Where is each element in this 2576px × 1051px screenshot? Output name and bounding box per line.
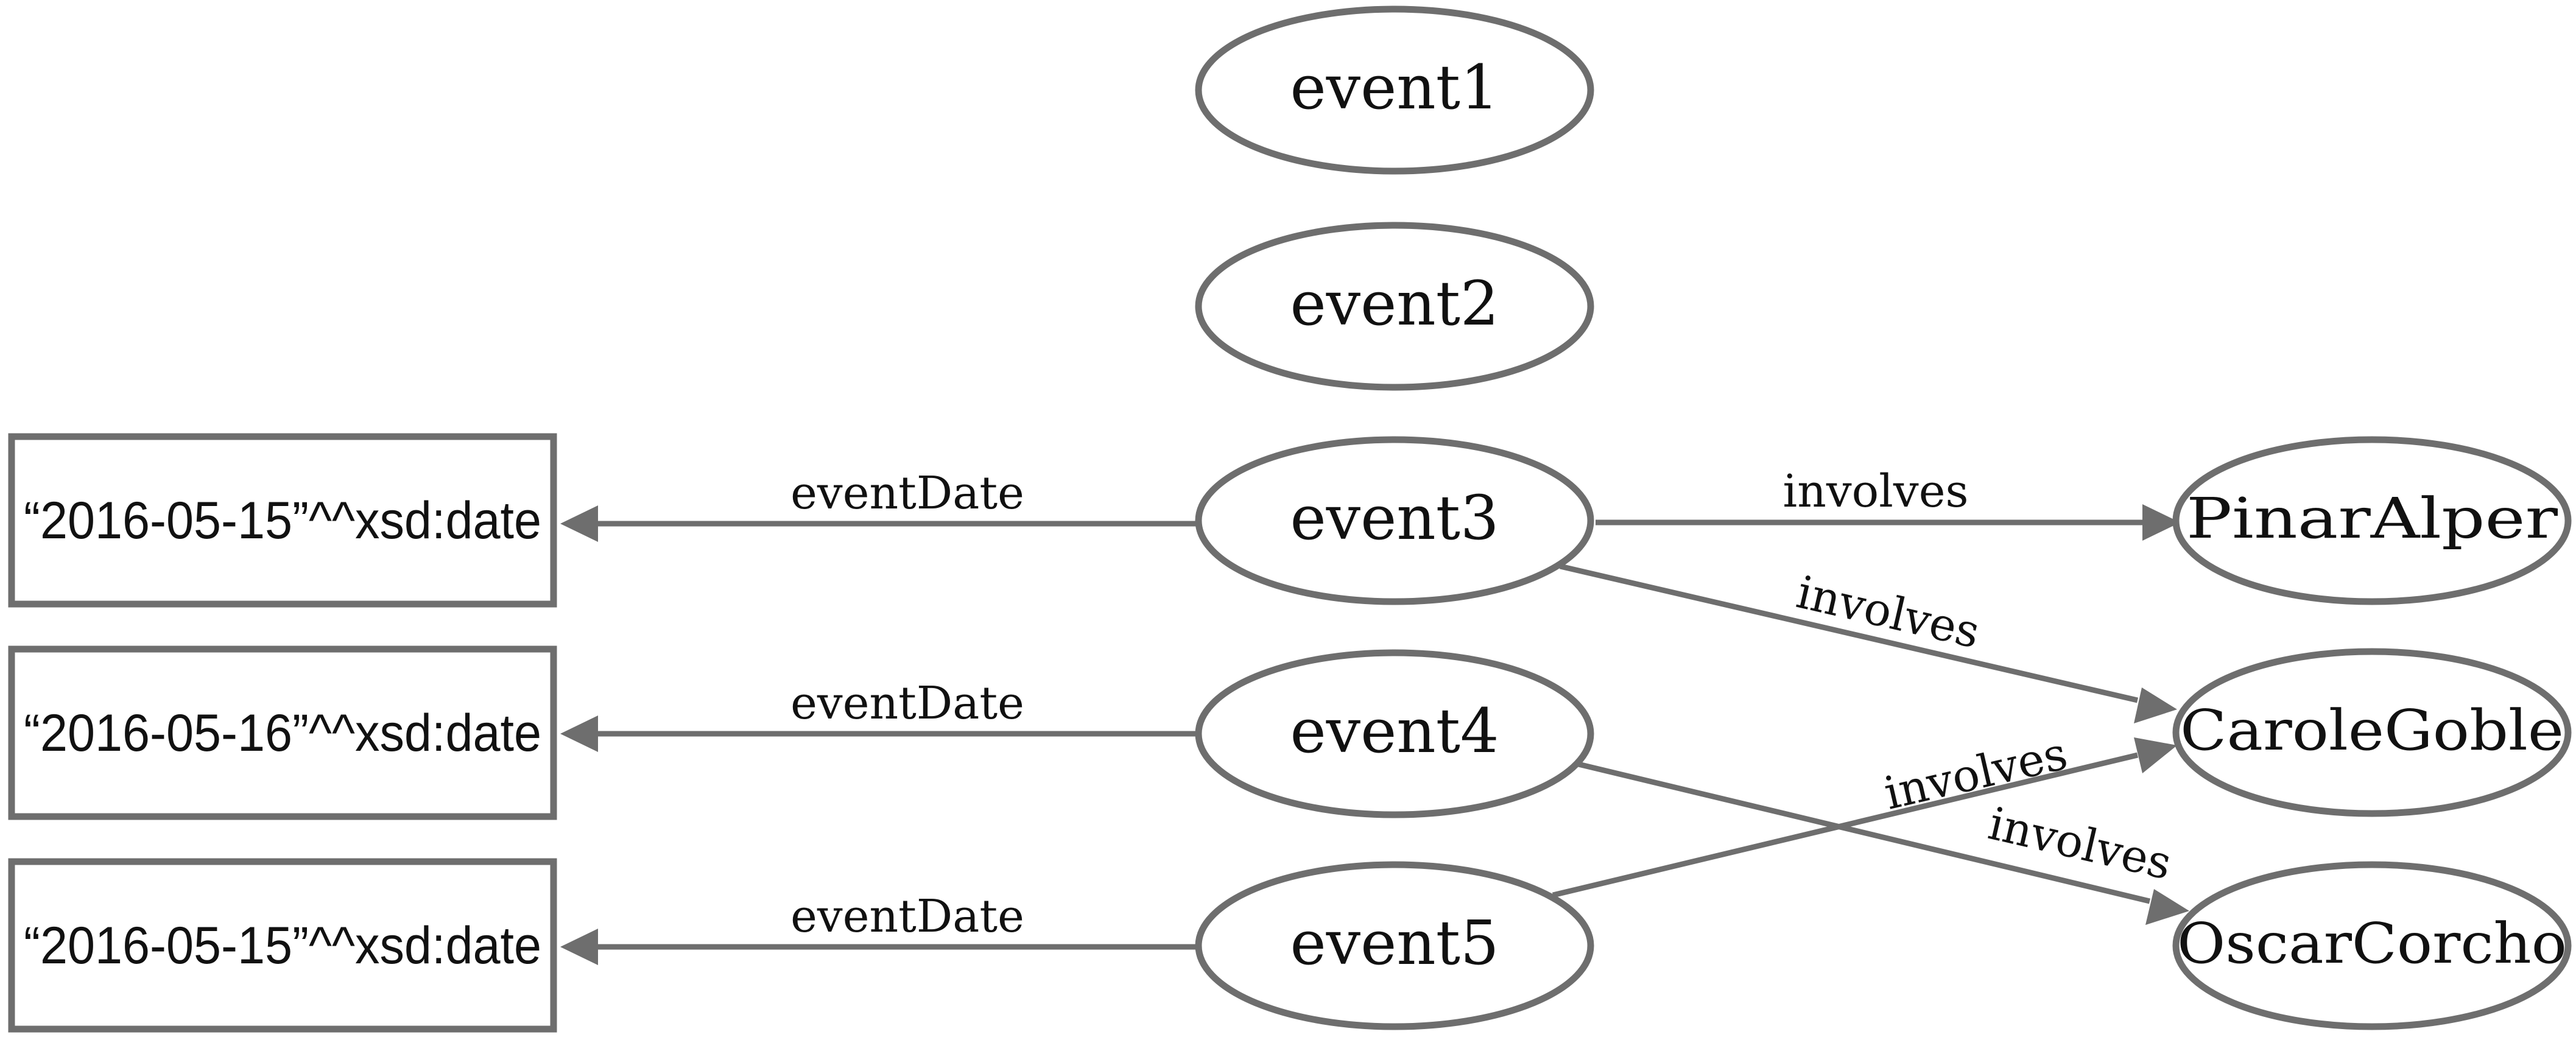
node-event2-label: event2 (1290, 268, 1499, 339)
node-pinaralper-label: PinarAlper (2186, 486, 2558, 551)
edge-label-event3-pinaralper: involves (1783, 465, 1969, 518)
edge-label-event4-eventdate: eventDate (790, 677, 1024, 729)
node-event1-label: event1 (1290, 52, 1499, 123)
node-event1: event1 (1195, 5, 1594, 175)
edge-event4-eventdate (560, 715, 1200, 752)
edge-event5-eventdate (560, 929, 1200, 965)
node-event4-label: event4 (1290, 695, 1499, 767)
edge-event5-involves-carolegoble (1552, 737, 2177, 898)
node-date-event3-label: “2016-05-15”^^xsd:date (24, 491, 541, 550)
edge-label-event5-carolegoble: involves (1879, 727, 2072, 820)
node-date-event3: “2016-05-15”^^xsd:date (8, 433, 557, 608)
node-event5-label: event5 (1290, 907, 1499, 979)
node-oscarcorcho: OscarCorcho (2172, 861, 2572, 1030)
edge-event4-involves-oscarcorcho (1577, 761, 2189, 925)
edge-label-event5-eventdate: eventDate (790, 890, 1024, 943)
edge-event3-involves-pinaralper (1596, 504, 2180, 541)
edge-event3-involves-carolegoble (1559, 563, 2177, 723)
edge-label-event4-oscarcorcho: involves (1983, 797, 2176, 890)
edge-event3-eventdate (560, 505, 1200, 542)
node-oscarcorcho-label: OscarCorcho (2177, 911, 2567, 976)
node-event2: event2 (1195, 222, 1594, 391)
node-date-event4-label: “2016-05-16”^^xsd:date (24, 704, 541, 762)
node-event3-label: event3 (1290, 482, 1499, 554)
node-date-event4: “2016-05-16”^^xsd:date (8, 645, 557, 820)
edge-label-event3-eventdate: eventDate (790, 467, 1024, 519)
node-date-event5: “2016-05-15”^^xsd:date (8, 858, 557, 1033)
node-event4: event4 (1195, 649, 1594, 818)
node-carolegoble-label: CaroleGoble (2180, 698, 2564, 763)
node-event5: event5 (1195, 861, 1594, 1030)
node-carolegoble: CaroleGoble (2172, 648, 2572, 817)
node-pinaralper: PinarAlper (2172, 436, 2572, 605)
node-event3: event3 (1195, 436, 1594, 605)
node-date-event5-label: “2016-05-15”^^xsd:date (24, 916, 541, 975)
